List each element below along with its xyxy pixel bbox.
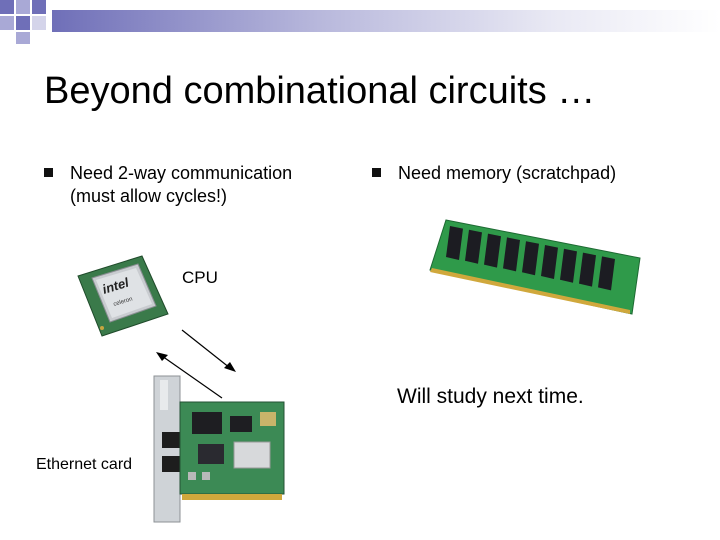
ethernet-card-image — [153, 375, 285, 523]
arrow-to-nic — [181, 329, 231, 369]
ram-chip — [541, 245, 558, 279]
bullet-line: Need memory (scratchpad) — [398, 163, 617, 183]
ram-chips — [446, 226, 615, 291]
ram-chip — [522, 241, 539, 276]
bullet-line: Need 2-way communication — [70, 163, 293, 183]
ram-module-image — [429, 219, 641, 315]
title-band — [52, 10, 720, 32]
bullet-text: Need memory (scratchpad) — [398, 162, 616, 185]
bullet-text: Need 2-way communication (must allow cyc… — [70, 162, 292, 208]
ram-chip — [446, 226, 463, 260]
slide-title: Beyond combinational circuits … — [44, 70, 596, 112]
ethernet-card-label: Ethernet card — [36, 456, 133, 473]
bullet-square-icon — [44, 168, 53, 177]
ram-chip — [465, 229, 482, 264]
next-time-label: Will study next time. — [397, 385, 584, 408]
bullet-line: (must allow cycles!) — [70, 186, 228, 206]
ram-chip — [484, 233, 501, 268]
ram-chip — [503, 237, 520, 272]
arrows — [156, 329, 236, 399]
cpu-chip-image: intel celeron — [77, 255, 169, 337]
bullet-square-icon — [372, 168, 381, 177]
ram-chip — [579, 252, 596, 287]
corner-decoration — [0, 0, 46, 44]
arrow-to-cpu — [161, 355, 223, 399]
ram-chip — [560, 248, 577, 283]
cpu-chip-sub: celeron — [113, 296, 134, 307]
ram-chip — [598, 256, 615, 291]
cpu-label: CPU — [182, 268, 218, 287]
